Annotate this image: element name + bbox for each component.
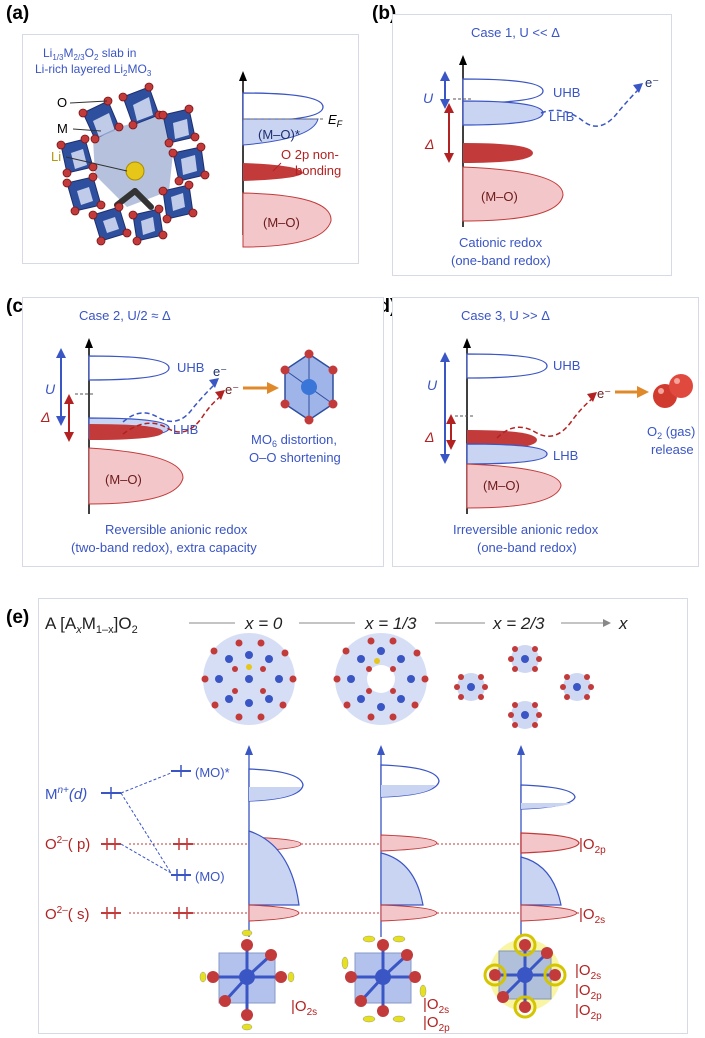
- x23-label: x = 2/3: [492, 614, 545, 633]
- panel-b-title: Case 1, U << Δ: [471, 25, 560, 40]
- slab-title: Li1/3M2/3O2 slab in: [43, 46, 136, 62]
- octahedron-x0: [199, 929, 295, 1031]
- mo6-octahedron-icon: [280, 349, 338, 425]
- uhb-label-b: UHB: [553, 85, 580, 100]
- fermi-level-label: EF: [328, 112, 343, 129]
- electron-label-c2: e⁻: [225, 382, 239, 397]
- u-label-c: U: [45, 381, 56, 397]
- atom-label-o: O: [57, 95, 67, 110]
- u-label-b: U: [423, 90, 434, 106]
- panel-b-label: (b): [372, 3, 397, 24]
- li-atom: [125, 161, 145, 181]
- delta-label-d: Δ: [424, 429, 434, 445]
- x0-label: x = 0: [244, 614, 283, 633]
- atom-label-li: Li: [51, 149, 61, 164]
- bottom-label-x0: |O2s: [291, 998, 317, 1018]
- structure-x13: [333, 633, 429, 725]
- panel-e-label: (e): [6, 607, 30, 628]
- bottom-label-x23-a: |O2s: [575, 962, 601, 982]
- panel-a-label: (a): [6, 3, 30, 24]
- x-axis-label: x: [618, 614, 628, 633]
- delta-label-b: Δ: [424, 136, 434, 152]
- panel-c-diagram: Case 2, U/2 ≈ Δ U Δ UHB LHB e⁻ e⁻ MO6 di…: [40, 308, 341, 555]
- panel-a-diagram: Li1/3M2/3O2 slab in Li-rich layered Li2M…: [35, 46, 343, 248]
- distortion-line1: MO6 distortion,: [251, 432, 337, 449]
- mo-star-label: (MO)*: [195, 765, 230, 780]
- o2p-label-line1: O 2p non-: [281, 147, 339, 162]
- structure-x0: [201, 633, 297, 725]
- mn-d-label: Mn+(d): [45, 785, 87, 803]
- o2s-band-label: |O2s: [579, 906, 605, 926]
- o2-s-label: O2–( s): [45, 905, 89, 923]
- o2-release-label: release: [651, 442, 694, 457]
- panel-e: A [AxM1–x]O2 x = 0 x = 1/3 x = 2/3 x: [38, 598, 688, 1034]
- lhb-label-b: LHB: [549, 109, 574, 124]
- band-mo-c: (M–O): [105, 472, 142, 487]
- lhb-label-d: LHB: [553, 448, 578, 463]
- honeycomb-structure: [56, 82, 210, 246]
- band-diagram-a: [239, 71, 332, 248]
- panel-a: Li1/3M2/3O2 slab in Li-rich layered Li2M…: [22, 34, 359, 264]
- u-label-d: U: [427, 377, 438, 393]
- octahedron-x23: [483, 933, 567, 1019]
- o2-p-label: O2–( p): [45, 835, 90, 853]
- formula-label: A [AxM1–x]O2: [45, 614, 138, 636]
- panel-c: Case 2, U/2 ≈ Δ U Δ UHB LHB e⁻ e⁻ MO6 di…: [22, 297, 384, 567]
- caption-b-line2: (one-band redox): [451, 253, 551, 268]
- distortion-line2: O–O shortening: [249, 450, 341, 465]
- panel-c-title: Case 2, U/2 ≈ Δ: [79, 308, 171, 323]
- o2-gas-label: O2 (gas): [647, 424, 695, 441]
- delta-label-c: Δ: [40, 409, 50, 425]
- caption-b-line1: Cationic redox: [459, 235, 543, 250]
- mo-level-diagram: [101, 765, 193, 919]
- band-mo-a: (M–O): [263, 215, 300, 230]
- band-mo-b: (M–O): [481, 189, 518, 204]
- panel-d-diagram: Case 3, U >> Δ U Δ UHB LHB e⁻ O2 (gas) r…: [424, 308, 695, 555]
- bottom-label-x13-b: |O2p: [423, 1014, 450, 1033]
- panel-b-diagram: Case 1, U << Δ U Δ UHB LHB e⁻ (M–O) Cati…: [423, 25, 659, 268]
- bottom-label-x13-a: |O2s: [423, 996, 449, 1016]
- caption-d-line1: Irreversible anionic redox: [453, 522, 599, 537]
- electron-label-d: e⁻: [597, 386, 611, 401]
- o2p-band-label: |O2p: [579, 836, 606, 856]
- octahedron-x13: [341, 935, 427, 1023]
- slab-title-line2: Li-rich layered Li2MO3: [35, 62, 152, 78]
- atom-label-m: M: [57, 121, 68, 136]
- panel-d-title: Case 3, U >> Δ: [461, 308, 550, 323]
- panel-d: Case 3, U >> Δ U Δ UHB LHB e⁻ O2 (gas) r…: [392, 297, 699, 567]
- electron-label-b: e⁻: [645, 75, 659, 90]
- uhb-label-c: UHB: [177, 360, 204, 375]
- uhb-label-d: UHB: [553, 358, 580, 373]
- o2-molecule-icon: [653, 374, 693, 408]
- caption-d-line2: (one-band redox): [477, 540, 577, 555]
- band-mo-d: (M–O): [483, 478, 520, 493]
- lhb-label-c: LHB: [173, 422, 198, 437]
- bottom-label-x23-b: |O2p: [575, 982, 602, 1002]
- caption-c-line1: Reversible anionic redox: [105, 522, 248, 537]
- structure-x23: [454, 645, 594, 729]
- x13-label: x = 1/3: [364, 614, 417, 633]
- band-mo-star-a: (M–O)*: [258, 127, 300, 142]
- mo-label: (MO): [195, 869, 225, 884]
- caption-c-line2: (two-band redox), extra capacity: [71, 540, 257, 555]
- panel-e-diagram: A [AxM1–x]O2 x = 0 x = 1/3 x = 2/3 x: [45, 614, 628, 1034]
- electron-label-c1: e⁻: [213, 364, 227, 379]
- panel-b: Case 1, U << Δ U Δ UHB LHB e⁻ (M–O) Cati…: [392, 14, 672, 276]
- o2p-label-line2: bonding: [295, 163, 341, 178]
- bottom-label-x23-c: |O2p: [575, 1002, 602, 1022]
